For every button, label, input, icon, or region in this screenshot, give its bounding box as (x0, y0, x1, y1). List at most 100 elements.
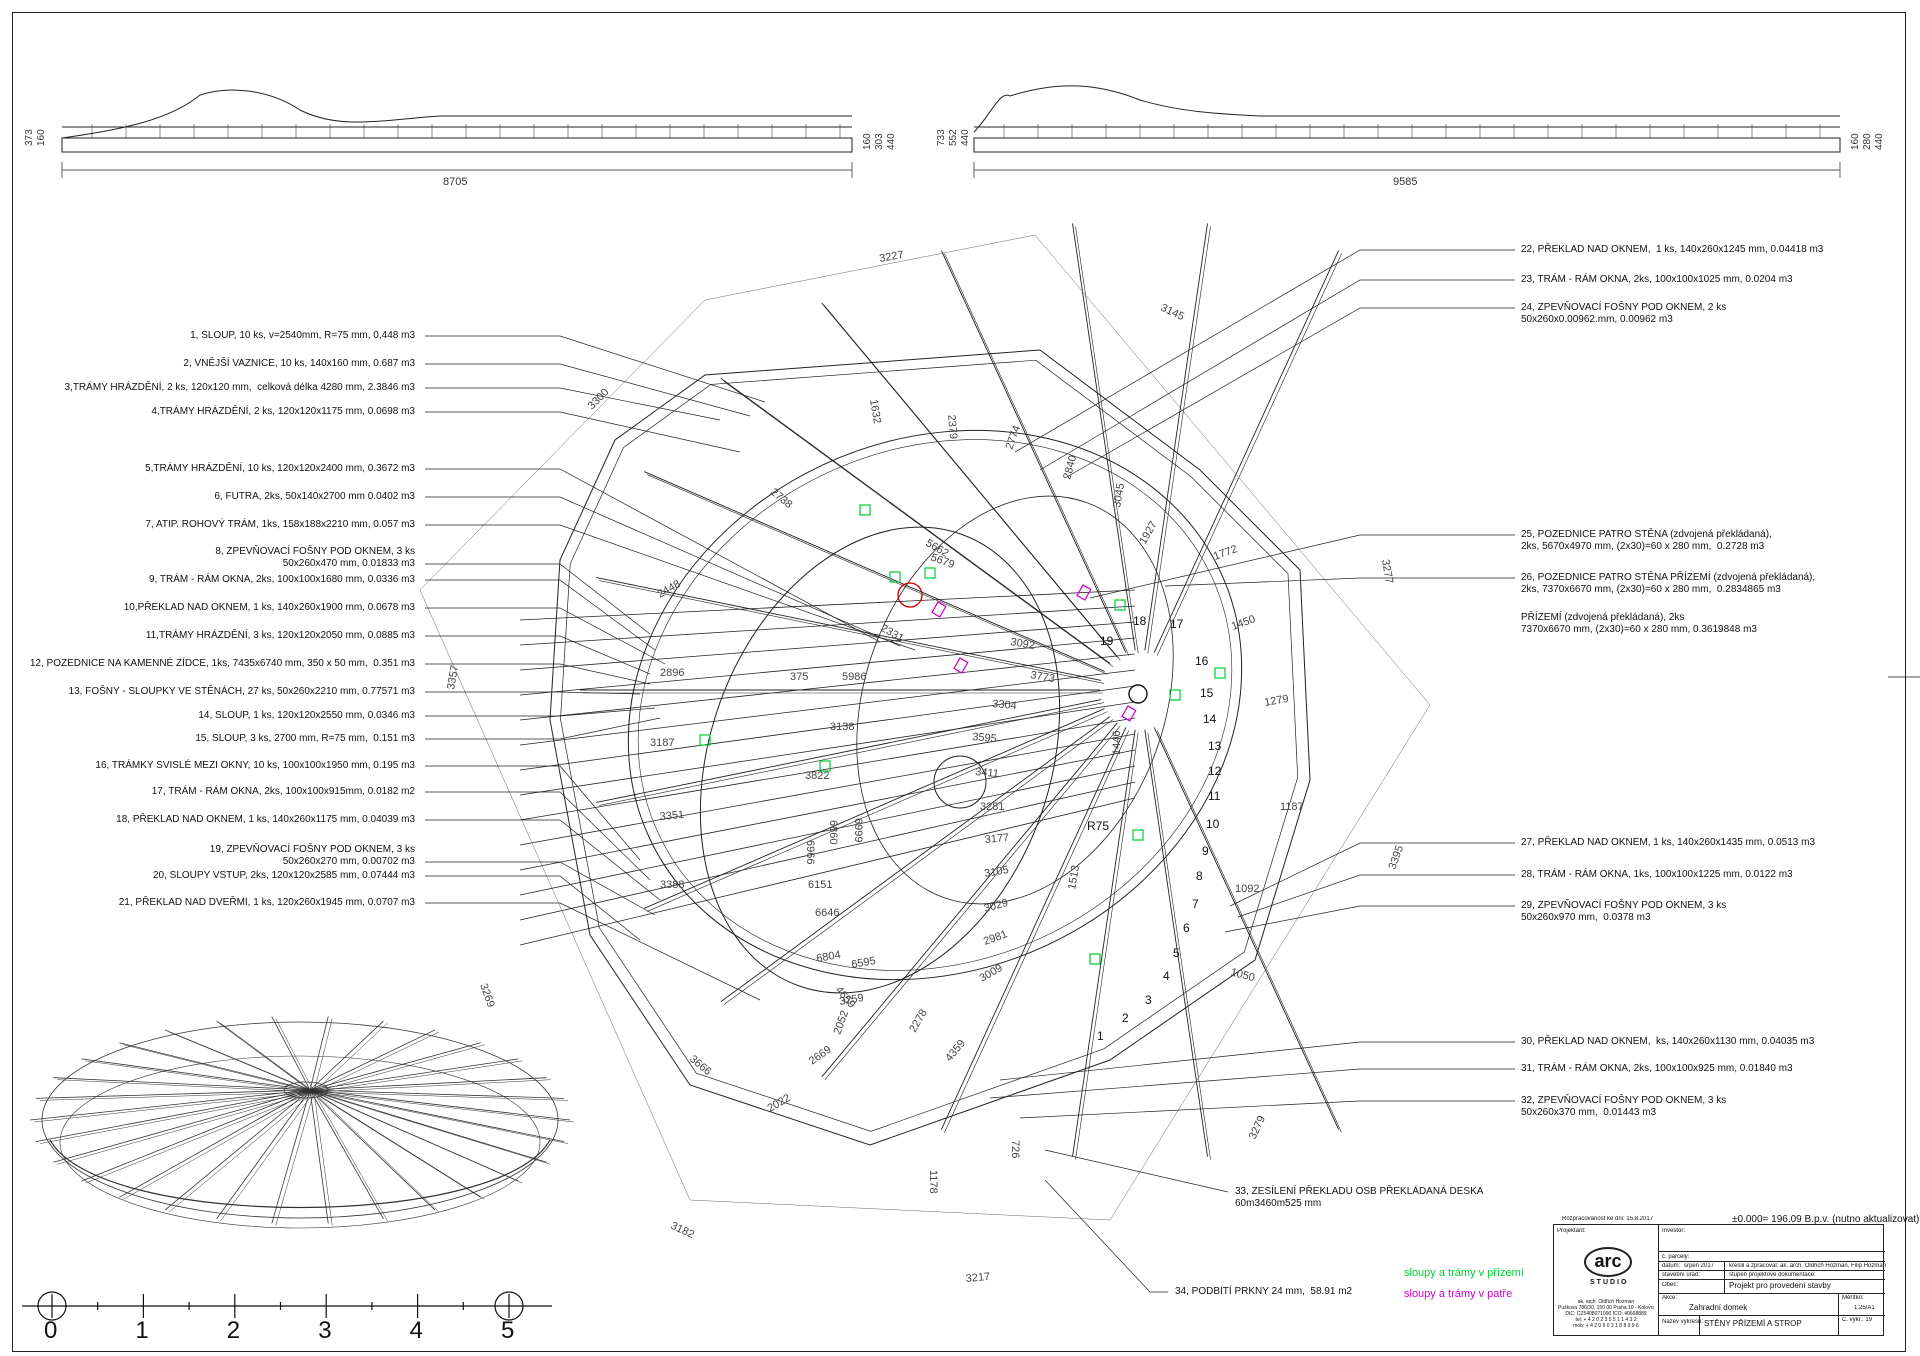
part-label-left: 7, ATIP. ROHOVÝ TRÁM, 1ks, 158x188x2210 … (145, 519, 415, 530)
rafter (519, 621, 1136, 671)
rafter (519, 589, 1136, 621)
address-line: Puškova 786/30, 150 00 Praha 10 - Kolovr… (1558, 1305, 1654, 1311)
rafter-edge (1156, 253, 1342, 656)
stair-number: 2 (1122, 1011, 1129, 1025)
part-label-left: 8, ZPEVŇOVACÍ FOŠNY POD OKNEM, 3 ks 50x2… (215, 546, 415, 569)
part-label-left: 13, FOŠNY - SLOUPKY VE STĚNÁCH, 27 ks, 5… (68, 686, 415, 697)
plan-dimension: 1513 (1066, 864, 1082, 890)
revision-note: Rozpracovanost ke dni: 15.8.2017 (1562, 1216, 1654, 1222)
leader-line (1237, 874, 1515, 918)
part-label-right: 28, TRÁM - RÁM OKNA, 1ks, 100x100x1225 m… (1521, 869, 1793, 880)
obec-label: Obec: (1662, 1282, 1679, 1288)
stair-number: 8 (1196, 869, 1203, 883)
stair-number: 5 (1173, 946, 1180, 960)
part-label-left: 5,TRÁMY HRÁZDĚNÍ, 10 ks, 120x120x2400 mm… (145, 463, 415, 474)
plan-dimension: 3227 (878, 249, 904, 265)
part-label-left: 20, SLOUPY VSTUP, 2ks, 120x120x2585 mm, … (152, 870, 415, 881)
iso-rafter (309, 1089, 436, 1211)
iso-rafter-edge (313, 1091, 440, 1213)
plan-dimension: 2052 (832, 1009, 852, 1036)
leader-line (425, 524, 916, 651)
iso-rafter-edge (85, 1091, 315, 1184)
kreslil: kreslil a zpracoval: ak. arch. Oldřich H… (1729, 1263, 1887, 1269)
part-label-right: 26, POZEDNICE PATRO STĚNA PŘÍZEMÍ (zdvoj… (1521, 572, 1816, 595)
urad-label: stavební úřad: (1662, 1272, 1701, 1278)
floor-column-marker (953, 657, 969, 674)
iso-rafter-edge (313, 1091, 575, 1123)
rafter (720, 377, 1111, 664)
dimension-text: 160 (36, 129, 47, 146)
column-marker (1128, 684, 1148, 704)
iso-rafter (309, 1077, 547, 1091)
plan-dimension: 3029 (983, 897, 1010, 915)
stair-number: 18 (1133, 614, 1147, 628)
ground-column-marker (699, 734, 711, 746)
leader-line (425, 791, 651, 881)
datum-value: srpen 2017 (1684, 1263, 1715, 1269)
leader-line (425, 663, 651, 685)
ring-beam-outer (627, 429, 1243, 981)
rafter (519, 797, 1136, 946)
leader-line (1224, 905, 1515, 933)
stair-number: 17 (1170, 617, 1184, 631)
leader-line (1039, 279, 1515, 471)
part-label-left: 21, PŘEKLAD NAD DVEŘMI, 1 ks, 120x260x19… (118, 897, 415, 908)
plan-dimension: 3045 (1111, 482, 1127, 508)
iso-rafter-edge (57, 1079, 315, 1093)
rafter (519, 685, 1136, 771)
plan-dimension: 1927 (1137, 519, 1160, 546)
rafter-edge (824, 725, 1121, 1080)
part-label-left: 10,PŘEKLAD NAD OKNEM, 1 ks, 140x260x1900… (123, 602, 415, 613)
leader-line (425, 902, 761, 1001)
part-label-right: 24, ZPEVŇOVACÍ FOŠNY POD OKNEM, 2 ks 50x… (1521, 302, 1727, 325)
part-label-left: 2, VNĚJŠÍ VAZNICE, 10 ks, 140x160 mm, 0.… (183, 358, 415, 369)
part-label-left: 16, TRÁMKY SVISLÉ MEZI OKNY, 10 ks, 100x… (95, 760, 415, 771)
scale-label: 1 (135, 1317, 148, 1344)
iso-rafter (35, 1089, 311, 1099)
leader-line (425, 335, 766, 403)
akce-value: Zahradní domek (1689, 1303, 1748, 1312)
part-label-right: 22, PŘEKLAD NAD OKNEM, 1 ks, 140x260x124… (1521, 244, 1824, 255)
plan-dimension: 6999 (852, 818, 864, 842)
investor-label: Investor: (1662, 1228, 1686, 1234)
rafter-edge (1075, 732, 1139, 1160)
plan-dimension: 3351 (659, 809, 684, 823)
title-block: Rozpracovanost ke dni: 15.8.2017 Projekt… (1553, 1216, 1887, 1336)
plan-dimension: 1050 (1229, 966, 1256, 984)
plan-dimension: 6595 (850, 955, 876, 971)
dimension-frame (419, 234, 1431, 1221)
leader-line (425, 563, 651, 635)
stair-ring (856, 495, 1174, 905)
rafter-edge (647, 711, 1108, 912)
part-label-left: 14, SLOUP, 1 ks, 120x120x2550 mm, 0.0346… (198, 710, 415, 721)
iso-rafter (35, 1089, 311, 1143)
plan-dimension: 2669 (807, 1044, 834, 1068)
plan-dimension: 726 (1009, 1140, 1021, 1158)
iso-rafter (309, 1089, 565, 1099)
iso-rafter (309, 1029, 436, 1091)
iso-rafter (271, 1016, 311, 1091)
iso-rafter (53, 1089, 311, 1163)
iso-rafter (309, 1089, 329, 1224)
elevation-note: ±0.000= 196.09 B.p.v. (nutno aktualizova… (1732, 1214, 1920, 1225)
scale-label: 4 (410, 1317, 423, 1344)
rafter-edge (723, 719, 1114, 1005)
part-label-left: 1, SLOUP, 10 ks, v=2540mm, R=75 mm, 0,44… (190, 330, 415, 341)
iso-rafter (309, 1042, 481, 1091)
rafter (519, 637, 1136, 696)
rafter (941, 250, 1127, 653)
meritko-value: 1:25/A1 (1854, 1305, 1875, 1311)
stupen-label: stupeň projektové dokumentace: (1729, 1272, 1816, 1278)
plan-dimension: 3279 (1247, 1114, 1268, 1141)
scale-label: 2 (227, 1317, 240, 1344)
stupen-value: Projekt pro provedení stavby (1729, 1281, 1831, 1290)
plan-dimension: 1178 (927, 1170, 939, 1194)
plan-dimension: 1632 (867, 398, 883, 424)
plan-dimension: 3138 (830, 721, 854, 733)
iso-rafter (309, 1089, 384, 1220)
plan-dimension: 2278 (907, 1007, 930, 1034)
plan-dimension: 3304 (992, 698, 1017, 712)
plan-dimension: 3281 (980, 801, 1004, 813)
rafter (1144, 729, 1208, 1157)
